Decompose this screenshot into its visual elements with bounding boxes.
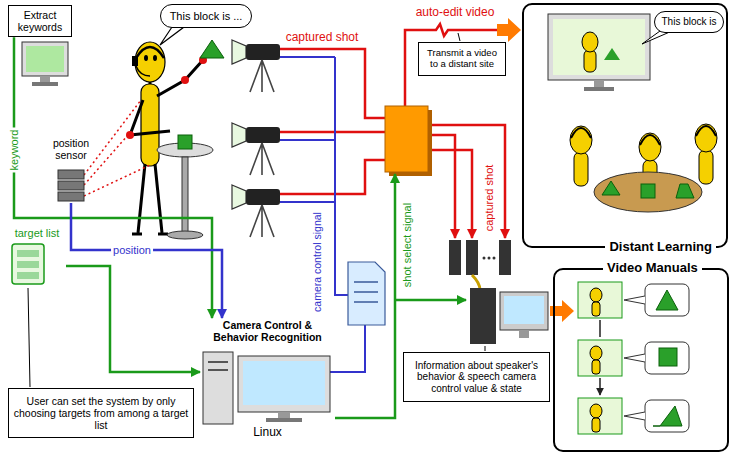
connector [14,37,212,318]
node-text: target list [9,227,65,240]
node-text: Video Manuals [603,261,702,276]
video-manual-frames [578,282,689,434]
node-text: This block is [661,16,717,28]
signal-label: shot select signal [401,201,413,289]
signal-label: captured shot [284,31,361,44]
callout-box: Transmit a video to a distant site [418,42,506,76]
node-text: Distant Learning [605,240,716,255]
camera-icons [232,40,280,237]
edge-label: position [111,244,153,256]
keyword-box: Extract keywords [8,5,72,37]
callout-leader [458,33,460,41]
note-box: User can set the system by only choosing… [8,388,194,438]
target-list: target list [8,226,66,288]
node-text: position sensor [45,137,97,161]
speech-bubble: This block is ... [160,4,252,28]
node-text: Camera Control & Behavior Recognition [201,319,334,343]
captured-shot-wires [280,24,505,238]
signal-label: auto-edit video [414,6,497,19]
info-box: Information about speaker's behavior & s… [403,352,550,402]
target-list-icon [12,244,44,387]
transmit-arrow [497,18,521,42]
sensor-label: position sensor [44,136,98,203]
node-text: Linux [200,426,335,440]
linux-pc [203,352,330,424]
node-text: User can set the system by only choosing… [13,395,189,431]
connector [66,266,200,372]
panel: Video Manuals [553,268,729,452]
signal-label: camera control signal [312,210,324,314]
distant-learning-scene [548,14,717,212]
node-text: Extract keywords [13,9,67,33]
speech-bubble: This block is [654,11,724,33]
node-text: Information about speaker's behavior & s… [408,360,545,395]
node-text: Transmit a video to a distant site [423,48,501,70]
computer-icon [22,42,68,86]
video-switcher [385,106,432,176]
speaker-figure [126,27,224,239]
panel: Distant LearningThis block is [522,3,728,248]
recorder-icons [449,240,574,351]
connector [71,203,222,318]
node-text: This block is ... [167,10,245,23]
camera-controller [348,262,385,325]
edge-label: keyword [8,128,20,173]
linux-pc-node: Camera Control & Behavior RecognitionLin… [200,318,335,442]
signal-label: captured shot [483,163,495,234]
